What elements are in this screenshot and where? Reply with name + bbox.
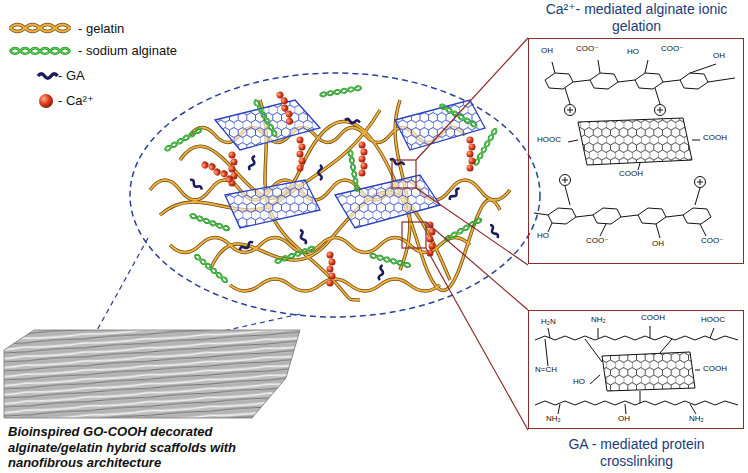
atom-label: COOH [618,170,644,178]
atom-label: HOOC [536,136,562,144]
atom-label: N=CH [534,366,558,374]
detail-panel: GA - mediated protein crosslinking [528,310,745,470]
panel-title: GA - mediated protein crosslinking [528,436,745,470]
atom-label: COO⁻ [575,45,599,53]
panel-frame [528,38,744,264]
crosslink-structure [535,326,738,414]
atom-label: COOH [702,134,728,142]
atom-label: NH₂ [545,415,562,423]
atom-label: COOH [640,314,666,322]
alginate-structure [534,60,735,238]
atom-label: H₂N [540,318,557,326]
legend-text: - Ca²⁺ [58,93,94,109]
zoom-leaders [392,38,528,430]
atom-label: HO [626,48,640,56]
atom-label: HOOC [700,316,726,324]
legend-text: - sodium alginate [78,43,177,59]
atom-label: NH₂ [590,316,607,324]
hydrogel-network [130,73,540,317]
detail-panel: Ca²⁺- mediated alginate ionic gelation [528,0,745,265]
atom-label: HO [536,232,550,240]
legend-text: - gelatin [78,21,124,37]
atom-label: COO⁻ [585,237,609,245]
atom-label: COO⁻ [660,45,684,53]
legend-text: - GA [58,68,85,84]
scaffold-mat [4,330,300,418]
panel-title-wrap: GA - mediated protein crosslinking [528,436,745,470]
atom-label: OH [651,240,665,248]
panel-title: Ca²⁺- mediated alginate ionic gelation [528,1,745,35]
atom-label: OH [617,415,631,423]
atom-label: OH [712,52,726,60]
atom-label: HO [572,378,586,386]
atom-label: OH [540,47,554,55]
atom-label: NH₂ [688,415,705,423]
panel-title-wrap: Ca²⁺- mediated alginate ionic gelation [528,1,745,35]
scaffold-caption: Bioinspired GO-COOH decorated alginate/g… [8,424,308,471]
atom-label: COO⁻ [700,237,724,245]
atom-label: COOH [702,365,728,373]
